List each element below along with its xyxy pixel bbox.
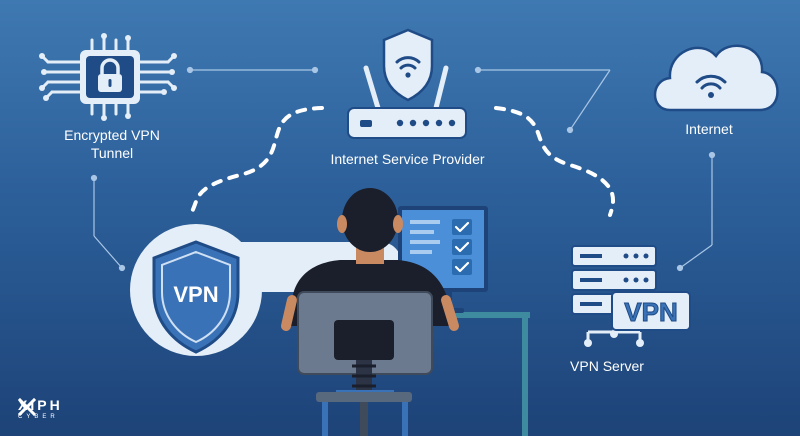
chair-icon xyxy=(297,291,433,436)
router-icon xyxy=(347,28,467,139)
shield-vpn-text: VPN xyxy=(173,282,218,307)
label-encrypted-vpn-tunnel: Encrypted VPN Tunnel xyxy=(64,127,160,161)
server-icon: VPN xyxy=(571,245,691,347)
data-paths xyxy=(188,106,616,217)
dashed-path-left xyxy=(188,106,324,217)
vpn-shield-badge: VPN xyxy=(130,224,403,356)
tunnel-shield-connector-diag xyxy=(93,235,123,269)
label-internet-service-provider: Internet Service Provider xyxy=(330,151,485,167)
cloud-icon xyxy=(653,44,779,112)
brand-logo: XIPH CYBER xyxy=(18,398,63,420)
shield-icon xyxy=(152,240,240,354)
logo-sub-text: CYBER xyxy=(18,414,59,420)
wifi-icon xyxy=(695,74,727,90)
label-internet: Internet xyxy=(685,121,733,137)
isp-internet-connector-diag xyxy=(569,69,611,131)
padlock-chip-icon xyxy=(39,33,177,121)
connector-lines xyxy=(90,66,716,272)
dashed-path-right xyxy=(494,106,616,217)
server-vpn-text: VPN xyxy=(624,297,677,327)
checkmark-icon xyxy=(452,219,472,275)
internet-server-connector-diag xyxy=(679,244,713,269)
desk xyxy=(430,312,530,436)
logo-mark-icon xyxy=(18,398,36,416)
label-vpn-server: VPN Server xyxy=(570,358,644,374)
